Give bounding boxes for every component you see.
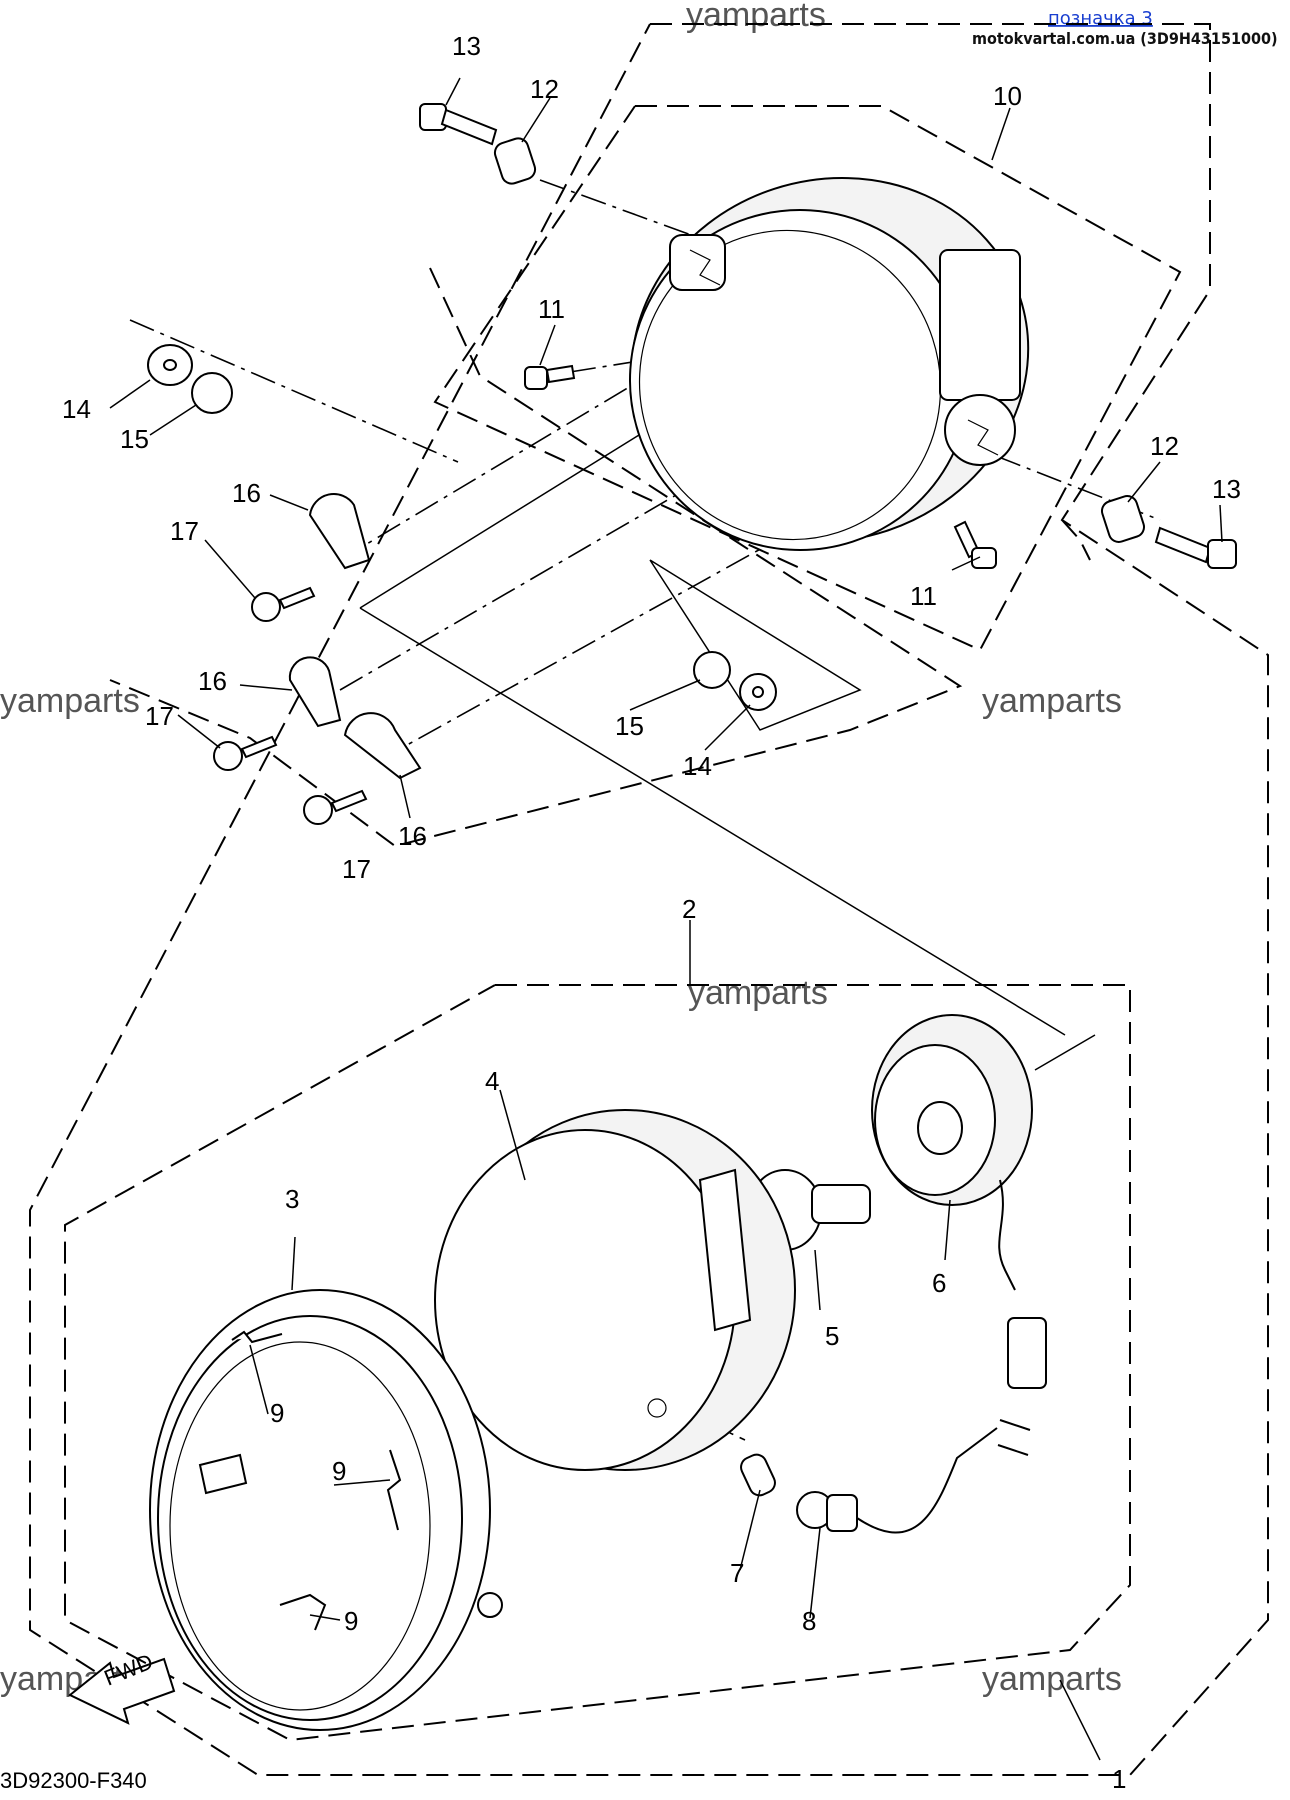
callout-14-left: 14 [62,394,91,424]
reflector-unit-4 [434,1109,796,1471]
leader-washer-15-plate [649,559,862,731]
clamp-16-top [308,492,371,570]
callout-12-top: 12 [530,74,559,104]
callout-15-right: 15 [615,711,644,741]
leader-socket-6 [1034,1034,1096,1071]
callout-1: 1 [1112,1764,1126,1794]
callout-12-right: 12 [1150,431,1179,461]
callout-16-low: 16 [398,821,427,851]
watermark-top: yamparts [686,0,826,34]
callout-11-right: 11 [910,581,937,611]
headlight-housing [629,176,1030,551]
collar-12-right [1100,495,1146,543]
assembly-2-boundary [64,984,1131,1742]
callout-9-mid: 9 [332,1456,346,1486]
callout-17-low: 17 [342,854,371,884]
headlight-rim-3 [149,1289,503,1731]
callout-labels: 13 12 10 11 14 15 16 17 12 13 11 16 17 1… [62,31,1241,1794]
watermark-left: yamparts [0,682,140,720]
callout-14-right: 14 [683,751,712,781]
bulb-7 [740,1453,776,1497]
callout-4: 4 [485,1066,499,1096]
washer-14-left [147,344,193,386]
callout-3: 3 [285,1184,299,1214]
callout-5: 5 [825,1321,839,1351]
screw-17-mid [213,735,278,771]
socket-cord-8 [796,1419,1031,1534]
callout-10: 10 [993,81,1022,111]
hardware-boundary [109,267,963,848]
screw-11-top [524,364,576,390]
washer-14-right [739,673,777,711]
callout-16-mid: 16 [198,666,227,696]
watermark-bottom-right: yamparts [982,1660,1122,1698]
screw-17-top [251,586,316,622]
callout-13-top: 13 [452,31,481,61]
screw-11-right [953,520,997,569]
callout-17-mid: 17 [145,701,174,731]
nut-15-left [191,372,233,414]
callout-11-top: 11 [538,294,565,324]
axis-line-washer-14 [129,319,459,463]
leader-socket-to-housing [359,607,1066,1036]
bolt-13-top [419,103,498,146]
axis-line-bolt-top [539,179,871,301]
rim-tab-9-top [231,1330,283,1344]
diagram-code: 3D92300-F340 [0,1768,147,1793]
callout-8: 8 [802,1606,816,1636]
header-site-text: motokvartal.com.ua (3D9H43151000) [972,29,1278,48]
callout-9-top: 9 [270,1398,284,1428]
callout-9-low: 9 [344,1606,358,1636]
clamp-16-mid [288,656,342,728]
assembly-1-boundary [29,23,1269,1776]
assembly-10-boundary [433,105,1182,652]
header-link[interactable]: позначка 3 [1048,8,1153,29]
callout-2: 2 [682,894,696,924]
collar-12-top [493,137,537,185]
bulb-socket-6 [871,1014,1047,1389]
assembly-1-right-link [1061,519,1091,561]
bolt-13-right [1154,526,1237,569]
screw-17-low [303,789,368,825]
callout-leaders [109,77,1223,1761]
callout-7: 7 [730,1558,744,1588]
callout-6: 6 [932,1268,946,1298]
watermark-middle: yamparts [688,974,828,1012]
watermark-right: yamparts [982,682,1122,720]
callout-16-top: 16 [232,478,261,508]
rim-tab-9-low [279,1593,327,1631]
callout-13-right: 13 [1212,474,1241,504]
clamp-16-low [343,712,422,780]
nut-15-right [693,651,731,689]
axis-line-clamp-16-low [379,454,931,761]
callout-17-top: 17 [170,516,199,546]
axis-line-clamp-16-mid [339,399,841,691]
rim-tab-9-mid [386,1449,402,1531]
callout-15-left: 15 [120,424,149,454]
